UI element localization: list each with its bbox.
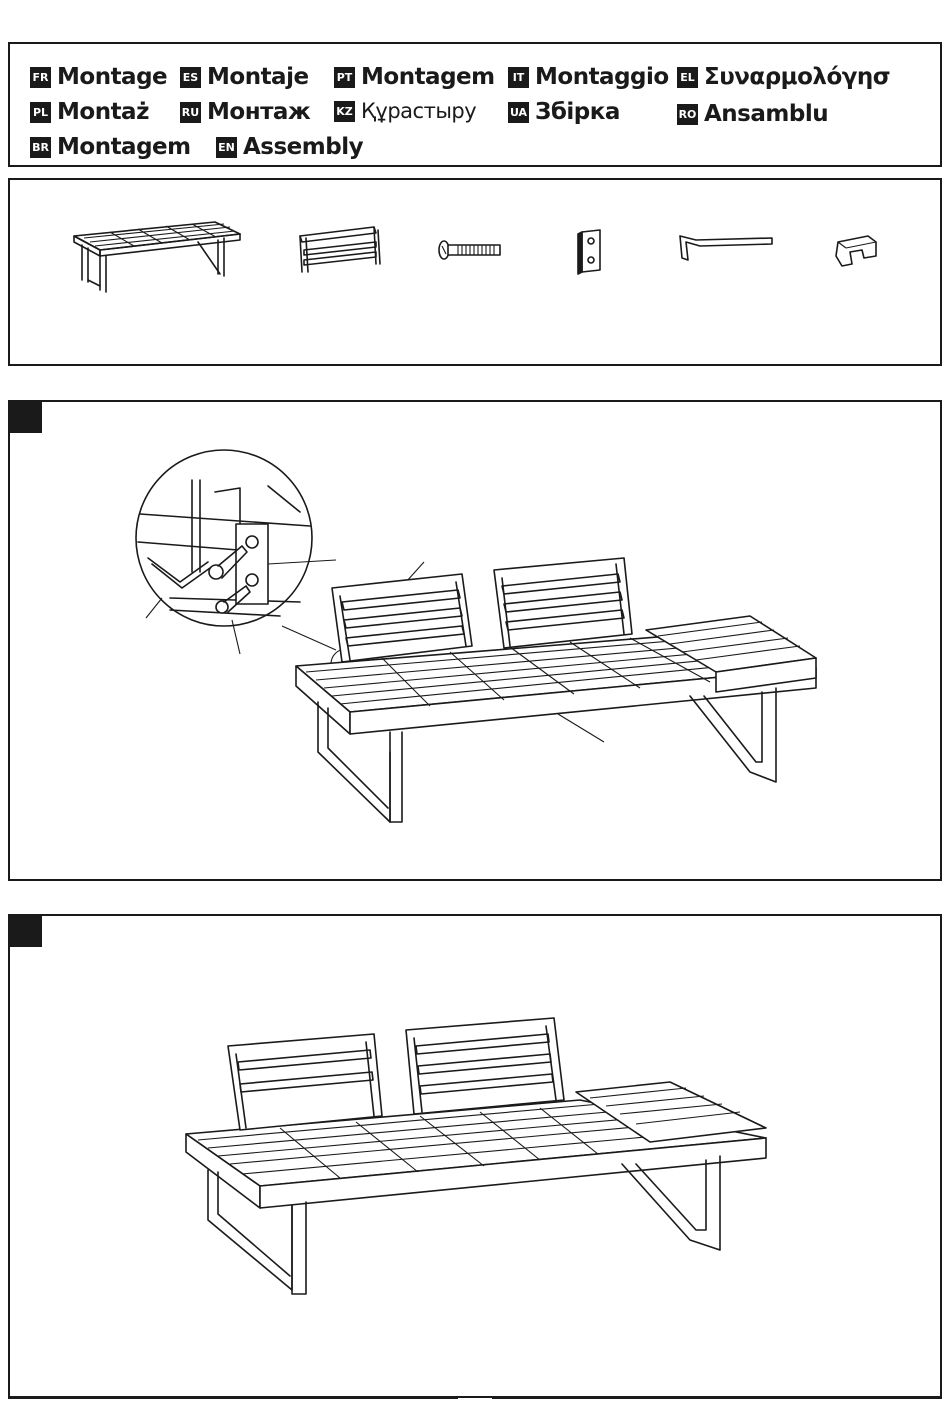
lang-code-pl: PL xyxy=(30,102,51,123)
lang-word-pl: Montaż xyxy=(57,99,149,125)
lang-code-en: EN xyxy=(216,137,237,158)
leader-line-base xyxy=(558,714,604,742)
lang-it: IT Montaggio xyxy=(508,64,669,90)
lang-word-ua: Збірка xyxy=(535,99,620,125)
detail-zoom-circle xyxy=(136,450,312,626)
lang-ro: RO Ansamblu xyxy=(677,101,828,127)
lang-es: ES Montaje xyxy=(180,64,309,90)
lang-word-ro: Ansamblu xyxy=(704,101,828,127)
lang-el: EL Συναρμολόγησ xyxy=(677,64,890,90)
lang-en: EN Assembly xyxy=(216,134,363,160)
lang-pt: PT Montagem xyxy=(334,64,495,90)
table-base-icon xyxy=(74,222,240,292)
zoom-connector-line xyxy=(282,626,336,650)
language-title-panel: FR Montage ES Montaje PT Montagem IT Mon… xyxy=(8,42,942,167)
bolt-icon xyxy=(439,241,500,259)
connector-plate-icon xyxy=(578,230,600,274)
assembled-backrest-right xyxy=(406,1018,564,1114)
clip-icon xyxy=(836,236,876,266)
lang-word-en: Assembly xyxy=(243,134,363,160)
lang-code-kz: KZ xyxy=(334,101,355,122)
lang-code-ua: UA xyxy=(508,102,529,123)
page-bottom-rule-left xyxy=(8,1397,458,1399)
assembled-backrest-left xyxy=(228,1034,382,1130)
lang-kz: KZ Құрастыру xyxy=(334,99,476,123)
lang-word-it: Montaggio xyxy=(535,64,669,90)
lang-pl: PL Montaż xyxy=(30,99,149,125)
page-bottom-rule-right xyxy=(492,1397,942,1399)
parts-panel xyxy=(8,178,942,366)
lang-word-el: Συναρμολόγησ xyxy=(704,64,890,90)
lang-code-ro: RO xyxy=(677,104,698,125)
lang-code-ru: RU xyxy=(180,102,201,123)
backrest-left-illustration xyxy=(332,574,472,662)
step-1-assembly-illustration xyxy=(10,402,944,883)
lang-word-pt: Montagem xyxy=(361,64,495,90)
lang-fr: FR Montage xyxy=(30,64,167,90)
lang-ua: UA Збірка xyxy=(508,99,620,125)
lang-br: BR Montagem xyxy=(30,134,191,160)
step-1-panel xyxy=(8,400,942,881)
backrest-right-illustration xyxy=(494,558,632,648)
lang-ru: RU Монтаж xyxy=(180,99,310,125)
leader-line-key xyxy=(146,598,162,618)
step-2-assembled-illustration xyxy=(10,916,944,1400)
lang-code-br: BR xyxy=(30,137,51,158)
lang-word-ru: Монтаж xyxy=(207,99,310,125)
lang-code-it: IT xyxy=(508,67,529,88)
lang-word-kz: Құрастыру xyxy=(361,99,476,123)
lang-code-pt: PT xyxy=(334,67,355,88)
lang-word-br: Montagem xyxy=(57,134,191,160)
lang-code-es: ES xyxy=(180,67,201,88)
lang-code-fr: FR xyxy=(30,67,51,88)
lang-word-fr: Montage xyxy=(57,64,167,90)
backrest-icon xyxy=(300,227,380,272)
parts-svg xyxy=(10,180,944,368)
step-2-panel xyxy=(8,914,942,1398)
lang-code-el: EL xyxy=(677,67,698,88)
allen-key-icon xyxy=(680,236,772,260)
lang-word-es: Montaje xyxy=(207,64,309,90)
